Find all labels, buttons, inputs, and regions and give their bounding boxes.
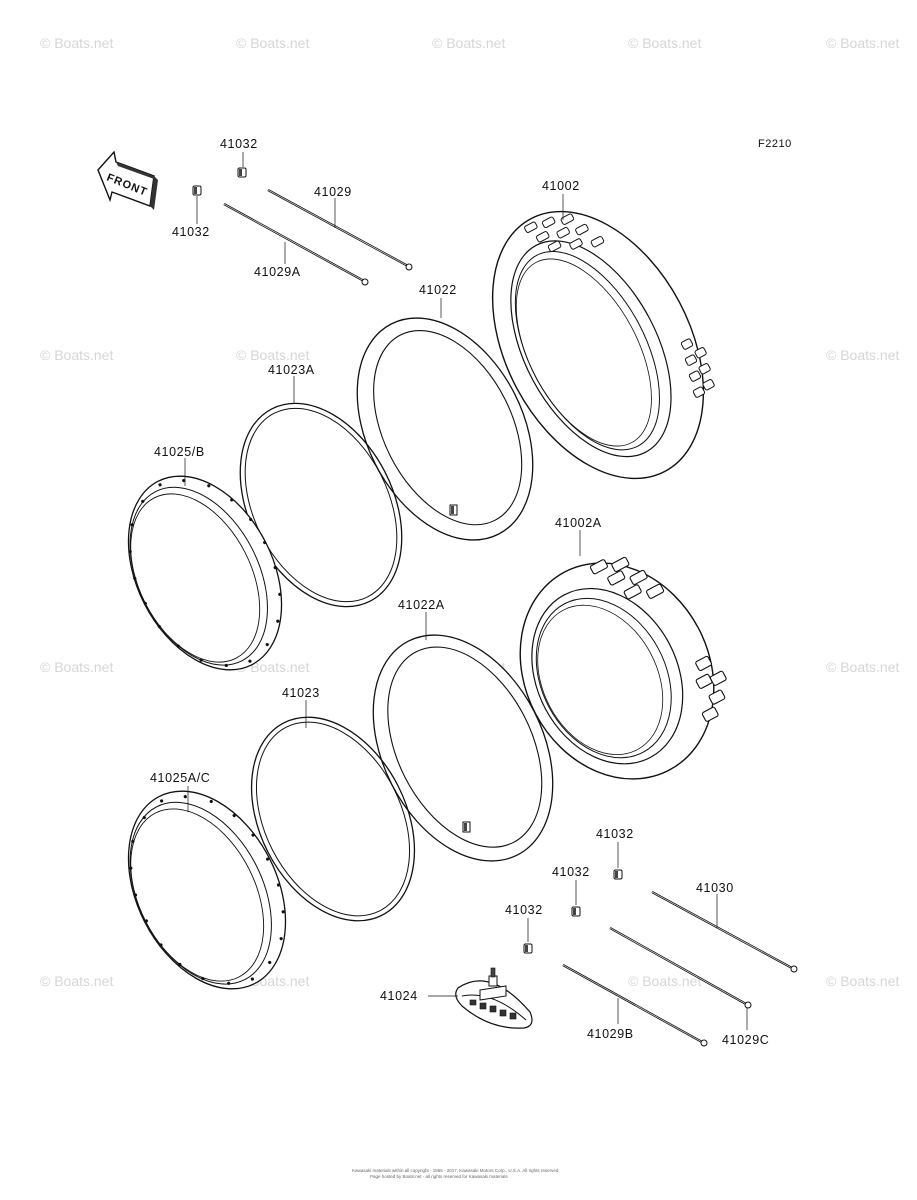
nipple-41032-br1	[613, 869, 623, 880]
part-label-41032: 41032	[220, 137, 258, 151]
watermark-text: © Boats.net	[40, 35, 113, 51]
footer-copyright: Kawasaki materials within all copyright …	[352, 1168, 560, 1173]
watermark-text: © Boats.net	[236, 347, 309, 363]
part-label-41023: 41023	[282, 686, 320, 700]
watermark-text: © Boats.net	[826, 973, 899, 989]
part-label-41002: 41002	[542, 179, 580, 193]
nipple-41032-left	[192, 185, 202, 196]
tire-41002	[491, 210, 715, 480]
watermark-text: © Boats.net	[826, 347, 899, 363]
watermark-text: © Boats.net	[40, 973, 113, 989]
valve-stem-icon	[462, 821, 471, 833]
part-label-41032: 41032	[172, 225, 210, 239]
part-label-41029: 41029	[314, 185, 352, 199]
rim-lock-41024	[455, 967, 533, 1029]
part-label-41023A: 41023A	[268, 363, 315, 377]
tread-blocks	[589, 556, 727, 722]
rim-41025AC	[127, 790, 287, 990]
spoke-holes	[128, 478, 282, 668]
spoke-41029	[267, 189, 413, 271]
nipple-41032-br3	[523, 943, 533, 954]
watermark-text: © Boats.net	[236, 35, 309, 51]
part-label-41022: 41022	[419, 283, 457, 297]
part-label-41002A: 41002A	[555, 516, 602, 530]
valve-stem-icon	[449, 504, 458, 516]
part-label-41029A: 41029A	[254, 265, 301, 279]
watermark-text: © Boats.net	[826, 659, 899, 675]
rim-band-41023	[250, 716, 416, 922]
part-label-41025B: 41025/B	[154, 445, 205, 459]
watermark-text: © Boats.net	[40, 659, 113, 675]
front-arrow-icon: FRONT	[97, 150, 158, 210]
tire-41002A	[519, 556, 727, 780]
watermark-text: © Boats.net	[40, 347, 113, 363]
spoke-41029B	[562, 964, 708, 1047]
part-label-41029B: 41029B	[587, 1027, 634, 1041]
watermark-text: © Boats.net	[826, 35, 899, 51]
spoke-holes	[129, 795, 285, 985]
part-label-41032: 41032	[505, 903, 543, 917]
nipple-41032-top	[237, 167, 247, 178]
spoke-41029A	[223, 203, 369, 286]
part-label-41022A: 41022A	[398, 598, 445, 612]
part-label-41029C: 41029C	[722, 1033, 769, 1047]
part-label-41024: 41024	[380, 989, 418, 1003]
watermark-text: © Boats.net	[432, 35, 505, 51]
rim-41025B	[127, 475, 283, 671]
part-label-41030: 41030	[696, 881, 734, 895]
part-label-41025AC: 41025A/C	[150, 771, 210, 785]
spoke-41029C	[609, 927, 752, 1009]
watermark-text: © Boats.net	[628, 973, 701, 989]
footer-hosting: Page hosted by Boats.net - all rights re…	[370, 1174, 508, 1179]
part-label-41032: 41032	[596, 827, 634, 841]
part-label-41032: 41032	[552, 865, 590, 879]
watermark-text: © Boats.net	[628, 35, 701, 51]
figure-code: F2210	[758, 138, 792, 150]
tread-blocks	[524, 213, 715, 398]
spoke-41030	[651, 891, 798, 973]
nipple-41032-br2	[571, 906, 581, 917]
